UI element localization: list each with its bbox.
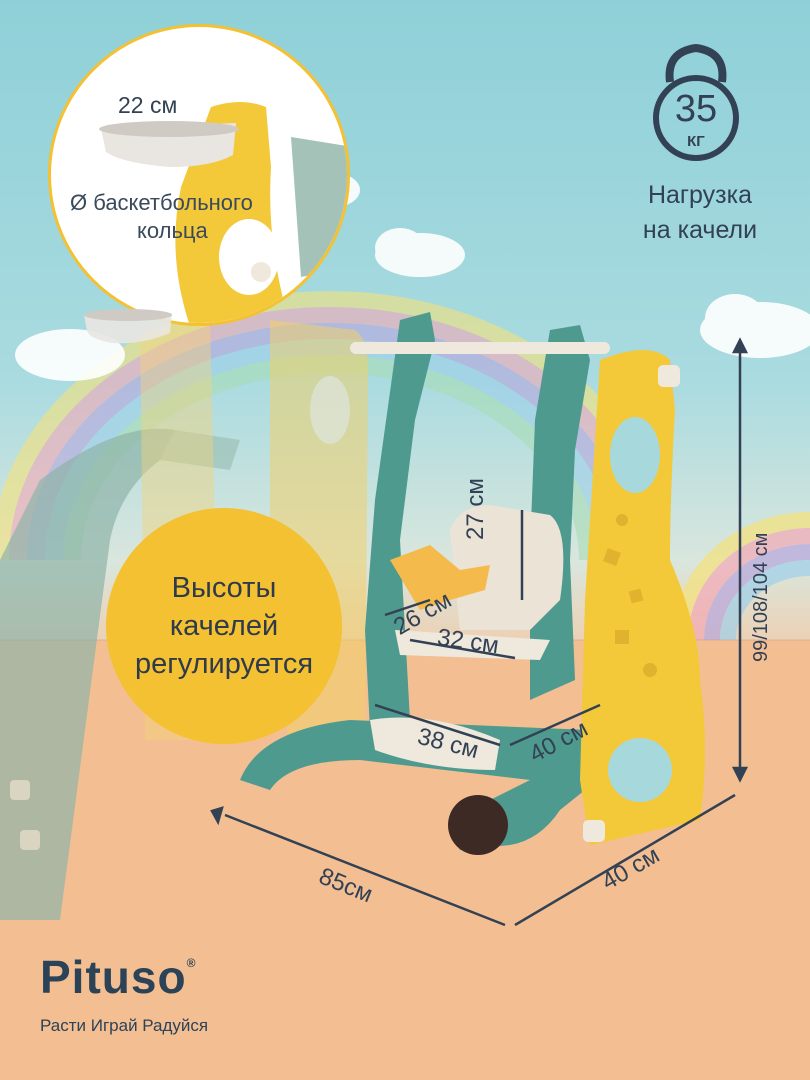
ring-width-label: 22 см — [118, 92, 178, 118]
brand-tagline: Расти Играй Радуйся — [40, 1016, 209, 1035]
kettlebell-icon — [653, 43, 739, 161]
swing-base — [240, 720, 613, 850]
giraffe-hole-bottom — [608, 738, 672, 802]
dim-seat-back-height: 27 см — [462, 478, 489, 540]
height-adjustable-bubble: Высоты качелей регулируется — [106, 508, 342, 744]
swing-set — [240, 312, 705, 855]
ring-label-line1: Ø баскетбольного — [70, 190, 253, 215]
weight-label-line2: на качели — [642, 216, 758, 244]
ring-label-line2: кольца — [137, 218, 208, 243]
giraffe-hole — [610, 417, 660, 493]
brand-logo: Pituso® — [40, 950, 196, 1004]
slide — [0, 428, 240, 920]
weight-unit: КГ — [687, 133, 705, 150]
weight-label: Нагрузка на качели — [600, 178, 800, 248]
ring-illustration — [99, 102, 347, 323]
height-note-line3: регулируется — [134, 648, 314, 680]
height-note-line1: Высоты — [171, 572, 277, 604]
registered-mark: ® — [186, 956, 197, 970]
weight-label-line1: Нагрузка — [647, 181, 753, 209]
swing-top-bar — [350, 342, 610, 354]
height-note-line2: качелей — [169, 610, 279, 642]
swing-left-frame — [365, 312, 435, 730]
swing-safety-bar — [390, 545, 490, 610]
basketball — [448, 795, 508, 855]
basketball-ring-callout — [48, 24, 350, 326]
swing-seat — [395, 630, 550, 660]
dim-overall-height: 99/108/104 см — [750, 532, 772, 662]
brand-name: Pituso — [40, 951, 187, 1003]
rainbow-right — [672, 512, 810, 641]
swing-footrest — [370, 717, 500, 770]
swing-seat-back — [450, 505, 564, 630]
weight-value: 35 — [674, 88, 718, 130]
basket-small — [84, 309, 172, 344]
